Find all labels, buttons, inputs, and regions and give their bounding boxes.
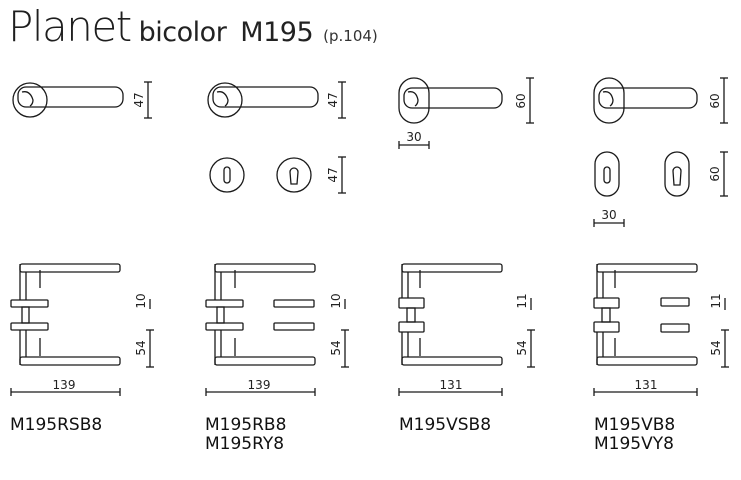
dim-60-label: 60 xyxy=(514,93,528,108)
dim-54-label: 54 xyxy=(134,340,148,355)
dim-54-label: 54 xyxy=(515,340,529,355)
code-line: M195RY8 xyxy=(205,434,285,454)
code-line: M195RSB8 xyxy=(10,415,103,435)
dimension-139-side2: 139 xyxy=(205,378,316,396)
key-escutcheon-oval xyxy=(594,151,620,197)
dimension-47-col2: 47 xyxy=(326,81,346,119)
key-escutcheon-round xyxy=(209,157,245,193)
dimension-54-side1: 54 xyxy=(134,329,154,368)
dimension-131-side4: 131 xyxy=(593,378,698,396)
code-line: M195RB8 xyxy=(205,415,287,435)
product-variant: bicolor xyxy=(138,17,227,48)
dim-54-label: 54 xyxy=(329,340,343,355)
dimension-54-side2: 54 xyxy=(329,329,349,368)
dimension-139-side1: 139 xyxy=(10,378,121,396)
code-line: M195VSB8 xyxy=(399,415,492,435)
code-line: M195VB8 xyxy=(594,415,676,435)
dimension-54-side4: 54 xyxy=(709,329,729,368)
dim-47-label: 47 xyxy=(326,167,340,182)
euro-cylinder-escutcheon-round xyxy=(276,157,312,193)
lever-pair-side-view-1 xyxy=(10,263,121,366)
dimension-10-side2: 10 xyxy=(329,293,346,309)
lever-oval-plate-top-4 xyxy=(593,77,698,124)
lever-pair-side-view-2 xyxy=(205,263,316,366)
dim-139-label: 139 xyxy=(248,378,271,392)
dim-60-label: 60 xyxy=(708,166,722,181)
lever-round-rose-top-1 xyxy=(12,82,124,118)
dimension-10-side1: 10 xyxy=(134,293,151,309)
dim-10-label: 10 xyxy=(329,293,343,308)
dim-54-label: 54 xyxy=(709,340,723,355)
dimension-54-side3: 54 xyxy=(515,329,535,368)
dimension-60-col3: 60 xyxy=(514,77,534,124)
dimension-11-side4: 11 xyxy=(709,293,726,310)
lever-pair-side-view-3 xyxy=(398,263,503,366)
dimension-30-col4: 30 xyxy=(593,208,625,227)
code-line: M195VY8 xyxy=(594,434,674,454)
product-code-2: M195RB8 M195RY8 xyxy=(205,416,286,454)
product-code-3: M195VSB8 xyxy=(399,416,491,435)
dim-30-label: 30 xyxy=(406,130,421,144)
dim-10-label: 10 xyxy=(134,293,148,308)
lever-round-rose-top-2 xyxy=(207,82,319,118)
dim-131-label: 131 xyxy=(635,378,658,392)
dim-47-label: 47 xyxy=(326,92,340,107)
dim-131-label: 131 xyxy=(440,378,463,392)
product-code-1: M195RSB8 xyxy=(10,416,102,435)
dimension-47-escutcheon: 47 xyxy=(326,156,346,194)
dimension-131-side3: 131 xyxy=(398,378,503,396)
euro-cylinder-escutcheon-oval xyxy=(664,151,690,197)
dim-60-label: 60 xyxy=(708,93,722,108)
model-code: M195 xyxy=(240,17,314,48)
dimension-47-col1: 47 xyxy=(132,81,152,119)
dim-11-label: 11 xyxy=(709,293,723,308)
dim-139-label: 139 xyxy=(53,378,76,392)
dimension-30-col3: 30 xyxy=(398,130,430,149)
lever-oval-plate-top-3 xyxy=(398,77,503,124)
lever-pair-side-view-4 xyxy=(593,263,698,366)
product-name: Planet xyxy=(8,2,132,51)
dim-11-label: 11 xyxy=(515,293,529,308)
dim-47-label: 47 xyxy=(132,92,146,107)
dimension-60-col4: 60 xyxy=(708,77,728,124)
page-reference: (p.104) xyxy=(323,27,378,45)
product-code-4: M195VB8 M195VY8 xyxy=(594,416,675,454)
dimension-11-side3: 11 xyxy=(515,293,532,310)
dim-30-label: 30 xyxy=(601,208,616,222)
dimension-60-escutcheon: 60 xyxy=(708,151,728,197)
